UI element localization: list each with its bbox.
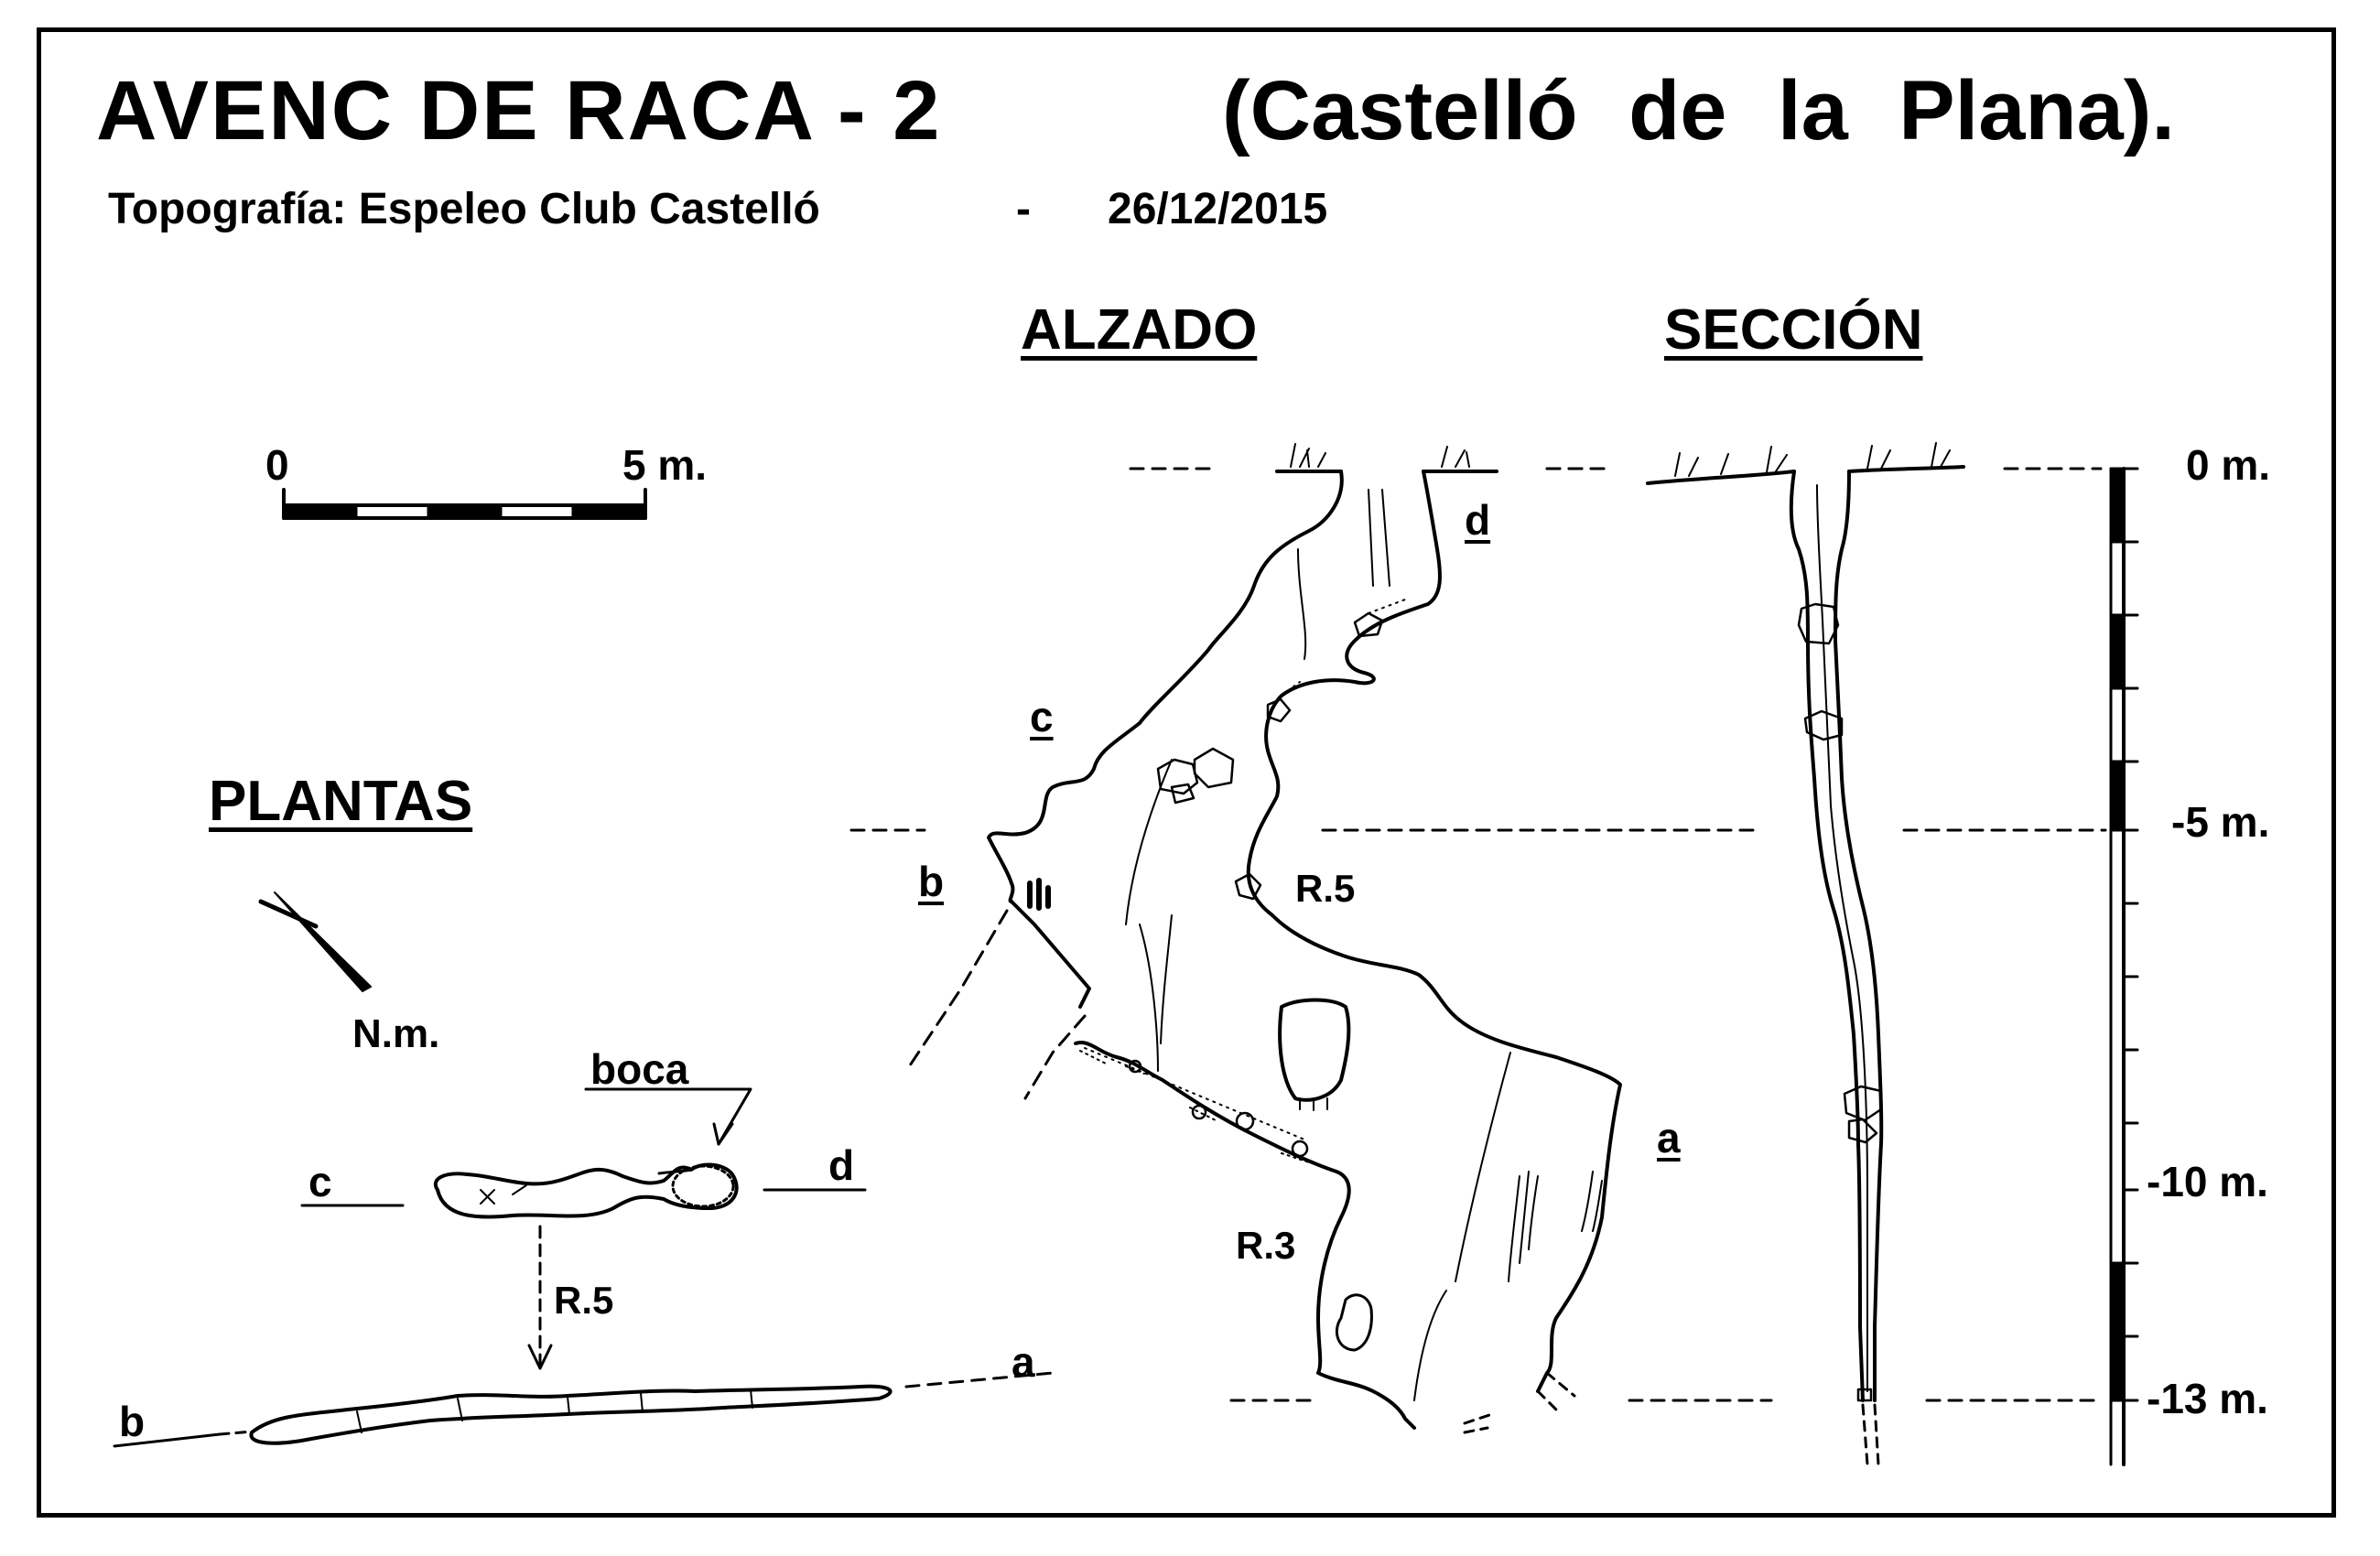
elevation-view [849, 443, 1759, 1434]
plan-label-c: c [308, 1158, 332, 1205]
map-frame [37, 27, 2336, 1518]
depth-label-10: -10 m. [2147, 1158, 2268, 1205]
depth-label-13: -13 m. [2147, 1375, 2268, 1422]
elev-drop-r3: R.3 [1236, 1224, 1296, 1267]
scale-start: 0 [265, 441, 289, 489]
plan-label-b: b [119, 1398, 146, 1445]
cave-location: (Castelló de la Plana). [1222, 64, 2175, 157]
plan-drop-label: R.5 [554, 1279, 614, 1322]
depth-label-5: -5 m. [2171, 798, 2270, 846]
depth-scale [2109, 467, 2139, 1466]
elev-label-d: d [1465, 496, 1491, 544]
plan-heading: PLANTAS [209, 770, 473, 833]
north-label: N.m. [352, 1011, 440, 1056]
elev-drop-r5: R.5 [1295, 867, 1356, 910]
section-view [1545, 442, 2107, 1466]
plan-entrance-label: boca [590, 1045, 689, 1093]
depth-label-0: 0 m. [2186, 441, 2271, 489]
credit-separator: - [1016, 185, 1031, 233]
elev-label-b: b [918, 858, 945, 905]
scale-end: 5 m. [622, 441, 708, 489]
elevation-heading: ALZADO [1021, 298, 1258, 362]
plan-view [113, 1087, 1055, 1448]
cave-title: AVENC DE RACA - 2 [96, 64, 942, 157]
survey-date: 26/12/2015 [1108, 185, 1328, 233]
north-arrow-icon [258, 891, 372, 992]
survey-credit: Topografía: Espeleo Club Castelló [108, 185, 820, 233]
plan-label-d: d [828, 1141, 855, 1189]
scale-bar [282, 488, 647, 520]
elev-label-c: c [1030, 693, 1054, 740]
elev-label-a: a [1657, 1114, 1681, 1162]
section-heading: SECCIÓN [1664, 298, 1923, 362]
